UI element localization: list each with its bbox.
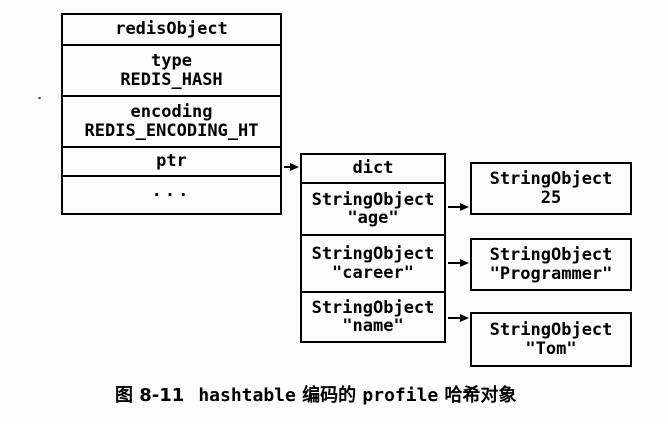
value-name-value: "Tom": [525, 338, 577, 359]
caption-profile: profile: [362, 385, 439, 406]
value-box-age: StringObject 25: [470, 162, 632, 215]
entry-age-type: StringObject: [311, 189, 435, 210]
redis-object-header: redisObject: [63, 15, 280, 46]
figure-caption: 图 8-11 hashtable 编码的 profile 哈希对象: [115, 381, 517, 407]
encoding-value: REDIS_ENCODING_HT: [84, 120, 259, 141]
entry-name-key: "name": [342, 316, 404, 336]
type-label: type: [151, 51, 192, 72]
redis-object-type-cell: type REDIS_HASH: [63, 46, 280, 97]
redis-object-box: redisObject type REDIS_HASH encoding RED…: [61, 13, 282, 215]
dict-header: dict: [302, 155, 444, 184]
value-age-cell: StringObject 25: [472, 164, 630, 213]
entry-career-key: "career": [332, 262, 414, 283]
value-name-type: StringObject: [489, 320, 613, 341]
redis-object-ptr-cell: ptr: [63, 148, 280, 177]
dict-entry-career: StringObject "career": [302, 236, 444, 293]
caption-encoding-text: 编码的: [295, 385, 363, 406]
value-age-type: StringObject: [489, 169, 613, 190]
entry-name-type: StringObject: [311, 297, 435, 318]
value-box-career: StringObject "Programmer": [470, 238, 632, 291]
dict-entry-name: StringObject "name": [302, 293, 444, 341]
dict-box: dict StringObject "age" StringObject "ca…: [300, 153, 446, 343]
value-career-value: "Programmer": [489, 263, 613, 284]
dict-entry-age: StringObject "age": [302, 184, 444, 236]
encoding-label: encoding: [130, 102, 213, 123]
scan-artifact-dot: [38, 97, 41, 99]
value-name-cell: StringObject "Tom": [472, 314, 630, 365]
value-career-cell: StringObject "Programmer": [472, 240, 630, 289]
value-box-name: StringObject "Tom": [470, 312, 632, 367]
redis-object-encoding-cell: encoding REDIS_ENCODING_HT: [63, 97, 280, 148]
caption-hashtable: hashtable: [198, 385, 296, 406]
caption-object-text: 哈希对象: [438, 385, 517, 406]
entry-career-type: StringObject: [311, 244, 435, 265]
value-career-type: StringObject: [489, 245, 613, 266]
redis-object-ellipsis-cell: ...: [151, 180, 192, 201]
entry-age-key: "age": [347, 208, 399, 228]
figure-number: 图 8-11: [115, 385, 185, 406]
value-age-value: 25: [540, 187, 562, 208]
type-value: REDIS_HASH: [120, 69, 223, 90]
